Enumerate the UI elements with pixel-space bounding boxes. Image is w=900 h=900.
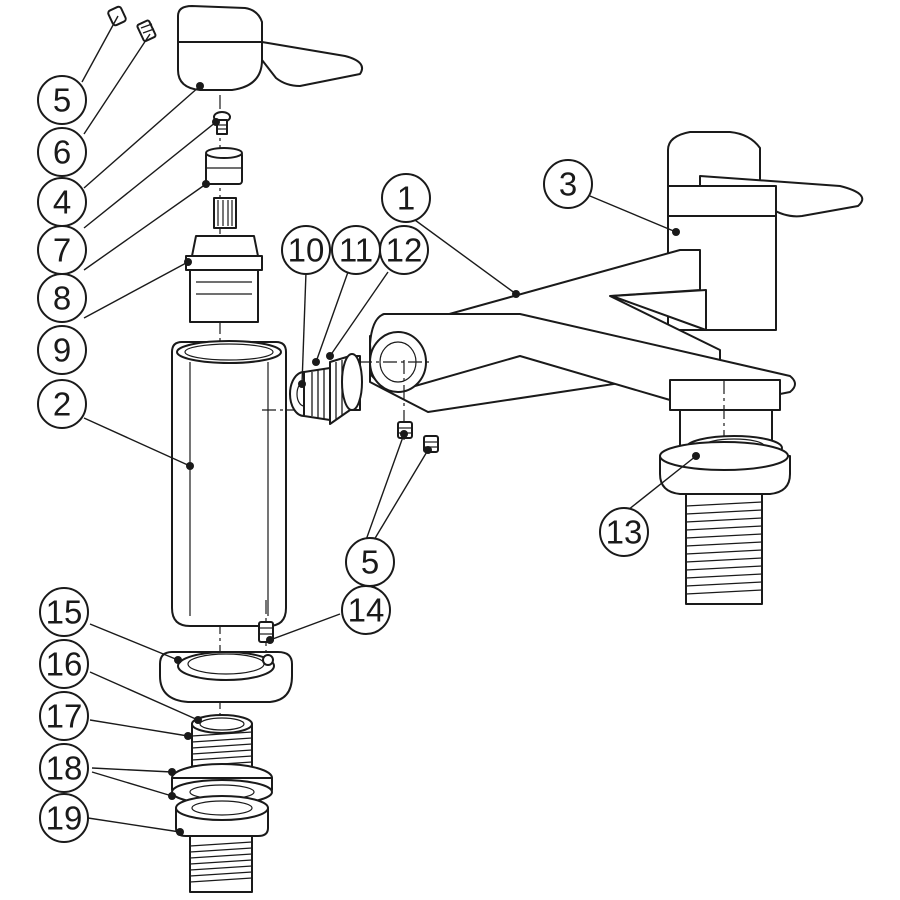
- callouts: 5 6 4 7 8 9 2 1: [37, 75, 649, 843]
- callout-9: 9: [37, 325, 87, 375]
- callout-17: 17: [39, 691, 89, 741]
- part-15-base-plate: [159, 651, 293, 703]
- part-19-nut: [175, 795, 269, 893]
- callout-13: 13: [599, 507, 649, 557]
- callout-1-label: 1: [397, 180, 415, 217]
- callout-14-label: 14: [348, 592, 385, 629]
- part-4-handle: [177, 5, 364, 91]
- callout-14: 14: [341, 585, 391, 635]
- callout-16: 16: [39, 639, 89, 689]
- left-assembly: [107, 5, 364, 893]
- part-12-diverter-body: [329, 353, 363, 425]
- callout-7: 7: [37, 225, 87, 275]
- callout-6: 6: [37, 127, 87, 177]
- callout-5-top-label: 5: [53, 82, 71, 119]
- callout-5-top: 5: [37, 75, 87, 125]
- callout-2: 2: [37, 379, 87, 429]
- callout-1: 1: [381, 173, 431, 223]
- callout-5-lower-label: 5: [361, 544, 379, 581]
- part-11-o-ring: [303, 367, 331, 421]
- callout-6-label: 6: [53, 134, 71, 171]
- leader-lines: [81, 15, 697, 833]
- callout-4-label: 4: [53, 184, 71, 221]
- callout-10-label: 10: [288, 232, 325, 269]
- leader-dots: [168, 82, 700, 836]
- callout-18-label: 18: [46, 750, 83, 787]
- part-5-screw-top: [107, 5, 127, 27]
- callout-9-label: 9: [53, 332, 71, 369]
- callout-12: 12: [379, 225, 429, 275]
- callout-11: 11: [331, 225, 381, 275]
- callout-16-label: 16: [46, 646, 83, 683]
- part-1-bath-filler-body: [358, 215, 796, 470]
- callout-8-label: 8: [53, 280, 71, 317]
- part-6-screw-top: [136, 19, 157, 43]
- diverter-assembly: [289, 353, 363, 425]
- part-2-body: [171, 340, 335, 627]
- callout-11-label: 11: [339, 232, 373, 269]
- callout-2-label: 2: [53, 386, 71, 423]
- callout-18: 18: [39, 743, 89, 793]
- callout-17-label: 17: [46, 698, 83, 735]
- callout-15-label: 15: [46, 594, 83, 631]
- callout-12-label: 12: [386, 232, 423, 269]
- callout-3-label: 3: [559, 166, 577, 203]
- callout-15: 15: [39, 587, 89, 637]
- part-13-aerator: [659, 435, 791, 605]
- callout-8: 8: [37, 273, 87, 323]
- callout-3: 3: [543, 159, 593, 209]
- callout-19: 19: [39, 793, 89, 843]
- part-3-handle-assembled: [667, 131, 864, 218]
- callout-7-label: 7: [53, 232, 71, 269]
- assembled-tap: [358, 131, 864, 605]
- callout-5-lower: 5: [345, 537, 395, 587]
- callout-13-label: 13: [606, 514, 643, 551]
- part-8-spline-adaptor: [205, 147, 243, 185]
- part-7-screw: [213, 111, 231, 135]
- part-9-cartridge: [185, 197, 263, 323]
- callout-19-label: 19: [46, 800, 83, 837]
- callout-10: 10: [281, 225, 331, 275]
- callout-4: 4: [37, 177, 87, 227]
